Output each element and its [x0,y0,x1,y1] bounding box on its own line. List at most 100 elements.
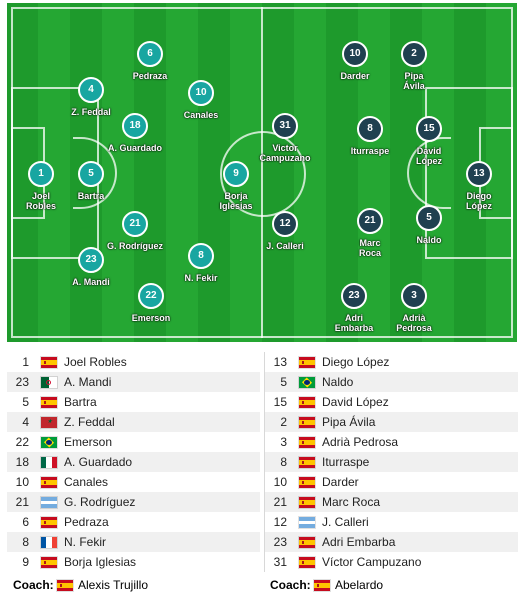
home-player-marker[interactable]: 6 Pedraza [105,41,195,81]
away-player-marker[interactable]: 21 Marc Roca [325,208,415,258]
player-name: Pipa Ávila [322,415,376,429]
spain-flag-icon [299,437,315,448]
player-name: Borja Iglesias [219,191,253,211]
player-name: Adrià Pedrosa [322,435,399,449]
player-name: A. Guardado [107,143,162,153]
coach-name[interactable]: Abelardo [335,578,384,592]
away-player-marker[interactable]: 5 Naldo [384,205,474,245]
shirt-number-badge: 12 [272,211,298,237]
algeria-flag-icon [41,377,57,388]
away-player-marker[interactable]: 8 Iturraspe [325,116,415,156]
shirt-number: 18 [15,455,29,469]
player-name: Adri Embarba [334,313,374,333]
pitch-stripe [166,3,198,342]
away-player-marker[interactable]: 13 Diego López [434,161,517,211]
shirt-number-badge: 22 [138,283,164,309]
player-name: Victor Campuzano [259,143,311,163]
away-player-marker[interactable]: 31 Victor Campuzano [240,113,330,163]
player-name: Emerson [64,435,113,449]
home-player-marker[interactable]: 1 Joel Robles [7,161,86,211]
shirt-number-badge: 21 [357,208,383,234]
player-name: J. Calleri [322,515,369,529]
shirt-number: 15 [273,395,287,409]
shirt-number: 5 [22,395,29,409]
shirt-number-badge: 2 [401,41,427,67]
home-player-marker[interactable]: 5 Bartra [46,161,136,201]
home-player-marker[interactable]: 8 N. Fekir [156,243,246,283]
home-player-marker[interactable]: 21 G. Rodríguez [90,211,180,251]
away-player-marker[interactable]: 23 Adri Embarba [309,283,399,333]
player-name: Canales [64,475,109,489]
away-player-marker[interactable]: 12 J. Calleri [240,211,330,251]
shirt-number-badge: 9 [223,161,249,187]
player-name: J. Calleri [266,241,304,251]
shirt-number-badge: 4 [78,77,104,103]
spain-flag-icon [299,497,315,508]
home-player-marker[interactable]: 9 Borja Iglesias [191,161,281,211]
shirt-number-badge: 1 [28,161,54,187]
morocco-flag-icon: ★ [41,417,57,428]
shirt-number-badge: 6 [137,41,163,67]
away-player-marker[interactable]: 15 David López [384,116,474,166]
shirt-number-badge: 8 [188,243,214,269]
spain-flag-icon [57,580,73,591]
player-name: Joel Robles [64,355,127,369]
player-name: Z. Feddal [64,415,115,429]
player-name: Iturraspe [350,146,390,156]
away-player-marker[interactable]: 10 Darder [310,41,400,81]
spain-flag-icon [41,397,57,408]
player-name: A. Mandi [72,277,110,287]
shirt-number-badge: 15 [416,116,442,142]
player-name: Pedraza [64,515,109,529]
coach-name[interactable]: Alexis Trujillo [78,578,149,592]
shirt-number: 8 [280,455,287,469]
shirt-number: 12 [273,515,287,529]
player-name: N. Fekir [64,535,106,549]
home-player-marker[interactable]: 18 A. Guardado [90,113,180,153]
shirt-number-badge: 8 [357,116,383,142]
home-player-marker[interactable]: 22 Emerson [106,283,196,323]
home-player-marker[interactable]: 4 Z. Feddal [46,77,136,117]
player-name: Borja Iglesias [64,555,137,569]
home-coach: Coach: Alexis Trujillo [7,574,260,596]
shirt-number-badge: 21 [122,211,148,237]
spain-flag-icon [299,557,315,568]
shirt-number-badge: 13 [466,161,492,187]
lineup-row[interactable]: 15 David López [265,392,518,412]
player-name: Víctor Campuzano [322,555,422,569]
player-name: G. Rodríguez [64,495,136,509]
player-name: G. Rodríguez [107,241,163,251]
spain-flag-icon [314,580,330,591]
away-player-marker[interactable]: 2 Pipa Ávila [369,41,459,91]
shirt-number: 1 [22,355,29,369]
football-pitch: 1 Joel Robles 4 Z. Feddal 5 Bartra 23 A.… [7,3,517,342]
lineup-row[interactable]: 4★Z. Feddal [7,412,260,432]
away-player-marker[interactable]: 3 Adrià Pedrosa [369,283,459,333]
argentina-flag-icon [41,497,57,508]
home-player-marker[interactable]: 23 A. Mandi [46,247,136,287]
lineup-row[interactable]: 1 Joel Robles [7,352,260,372]
home-player-marker[interactable]: 10 Canales [156,80,246,120]
player-name: David López [322,395,389,409]
player-name: David López [416,146,442,166]
spain-flag-icon [299,537,315,548]
lineup-row[interactable]: 12 J. Calleri [265,512,518,532]
